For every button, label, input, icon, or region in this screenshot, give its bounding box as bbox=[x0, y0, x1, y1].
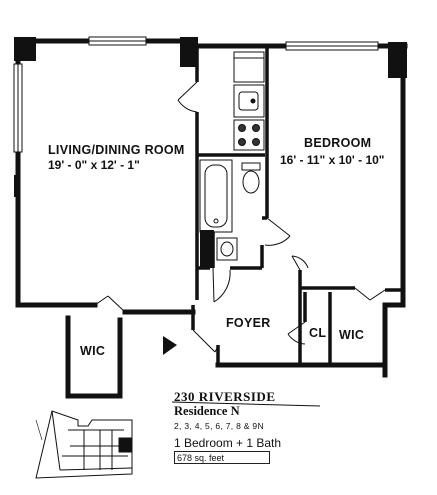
bedroom-dims: 16' - 11" x 10' - 10" bbox=[280, 153, 385, 167]
floor-list: 2, 3, 4, 5, 6, 7, 8 & 9N bbox=[174, 421, 264, 431]
bedroom-bath-count: 1 Bedroom + 1 Bath bbox=[174, 436, 282, 450]
doors bbox=[94, 81, 386, 353]
wall-corners bbox=[14, 37, 407, 268]
square-footage: 678 sq. feet bbox=[174, 451, 270, 464]
interior-walls bbox=[191, 46, 403, 365]
address: 230 RIVERSIDE bbox=[174, 389, 276, 404]
key-plan bbox=[35, 410, 133, 479]
wic-right-label: WIC bbox=[339, 328, 365, 342]
foyer-label: FOYER bbox=[226, 316, 271, 330]
closet-label: CL bbox=[309, 326, 327, 340]
bath-fixtures bbox=[199, 159, 261, 261]
bedroom-label: BEDROOM bbox=[304, 136, 372, 150]
living-room-label: LIVING/DINING ROOM bbox=[48, 143, 185, 157]
kitchen-fixtures bbox=[233, 51, 265, 151]
info-divider bbox=[171, 401, 321, 407]
wic-left-label: WIC bbox=[80, 344, 106, 358]
residence-name: Residence N bbox=[174, 404, 240, 418]
entry-arrow-icon bbox=[163, 336, 177, 355]
windows bbox=[13, 36, 379, 153]
exterior-walls bbox=[15, 38, 408, 399]
living-room-dims: 19' - 0" x 12' - 1" bbox=[48, 158, 140, 172]
